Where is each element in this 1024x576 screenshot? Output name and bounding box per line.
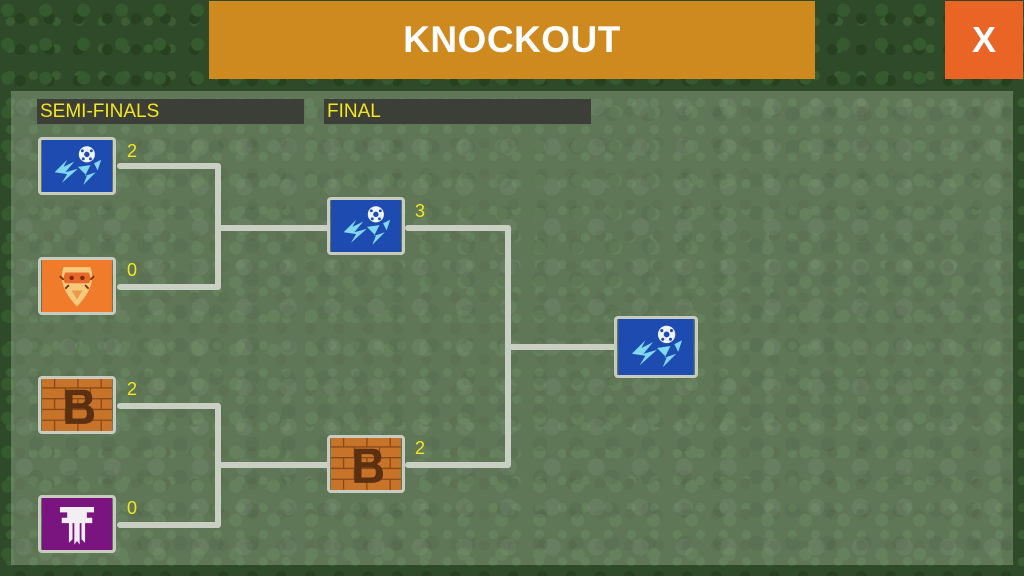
- soccer-ball-lightning-crest-icon: [617, 319, 695, 375]
- brick-wall-b-crest-icon: [41, 379, 113, 431]
- round-label-semi-finals: SEMI-FINALS: [37, 99, 304, 124]
- score-semi2-a: 2: [127, 379, 138, 399]
- round-label-final: FINAL: [324, 99, 591, 124]
- score-final-a: 3: [415, 201, 426, 221]
- team-slot-semi2-b[interactable]: [38, 495, 116, 553]
- team-slot-final-b[interactable]: [327, 435, 405, 493]
- team-slot-semi1-b[interactable]: [38, 257, 116, 315]
- team-slot-champion[interactable]: [614, 316, 698, 378]
- bracket-panel: [11, 91, 1013, 565]
- purple-trident-crest-icon: [41, 498, 113, 550]
- score-final-b: 2: [415, 438, 426, 458]
- brick-wall-b-crest-icon: [330, 438, 402, 490]
- soccer-ball-lightning-crest-icon: [330, 200, 402, 252]
- soccer-ball-lightning-crest-icon: [41, 140, 113, 192]
- page-title: KNOCKOUT: [209, 1, 815, 79]
- page-title-text: KNOCKOUT: [403, 19, 621, 60]
- team-slot-semi1-a[interactable]: [38, 137, 116, 195]
- semi-finals-label-text: SEMI-FINALS: [40, 101, 160, 122]
- score-semi1-b: 0: [127, 260, 138, 280]
- score-semi2-b: 0: [127, 498, 138, 518]
- close-label: X: [971, 19, 996, 60]
- close-button[interactable]: X: [945, 1, 1023, 79]
- orange-shield-crest-icon: [41, 260, 113, 312]
- final-label-text: FINAL: [327, 101, 381, 122]
- team-slot-final-a[interactable]: [327, 197, 405, 255]
- team-slot-semi2-a[interactable]: [38, 376, 116, 434]
- score-semi1-a: 2: [127, 141, 138, 161]
